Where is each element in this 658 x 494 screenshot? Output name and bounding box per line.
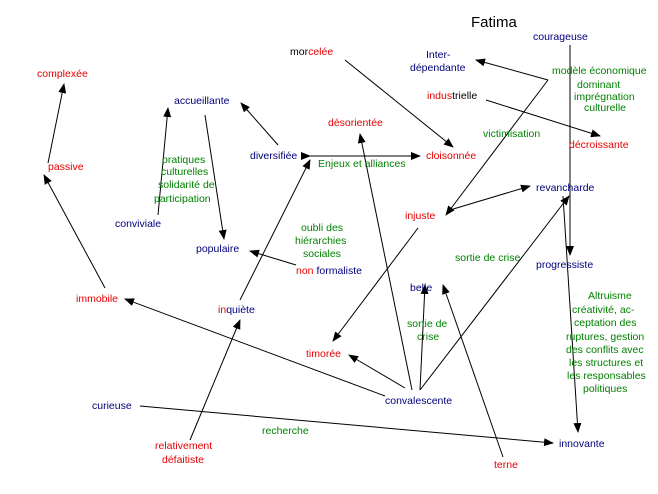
relation-sortie-crise-2-2: crise: [417, 331, 439, 343]
relation-sortie-crise-2-1: sortie de: [407, 318, 447, 330]
relation-pratiques-2: culturelles: [161, 166, 208, 178]
node-relativement-line2: défaitiste: [162, 454, 204, 466]
relation-altruisme-8: politiques: [583, 383, 627, 395]
edge-conviviale-accueillante: [157, 107, 172, 216]
edge-convalescente-desorientee: [357, 133, 413, 391]
relation-recherche: recherche: [262, 425, 309, 437]
edge-inquiete-desorientee: [239, 159, 311, 301]
relation-oubli-2: hiérarchies: [295, 235, 346, 247]
edge-morcelee-cloisonnee: [344, 59, 454, 148]
relation-modele-4: culturelle: [584, 102, 626, 114]
relation-modele-3: imprégnation: [574, 91, 635, 103]
relation-altruisme-7: les responsables: [567, 370, 646, 382]
relation-oubli-1: oubli des: [301, 222, 343, 234]
node-conviviale: conviviale: [115, 218, 161, 230]
relation-altruisme-1: Altruisme: [588, 290, 632, 302]
edge-passive-complexee: [47, 83, 67, 164]
node-curieuse: curieuse: [92, 400, 132, 412]
relation-enjeux: Enjeux et alliances: [318, 158, 406, 170]
relation-victimisation: victimisation: [483, 128, 540, 140]
node-revancharde: revancharde: [536, 182, 595, 194]
edge-injuste-revancharde: [449, 184, 531, 211]
node-timoree: timorée: [306, 348, 341, 360]
edge-industrielle-decroissante: [485, 99, 601, 138]
relation-oubli-3: sociales: [303, 248, 341, 260]
edge-nonformaliste-populaire: [249, 249, 297, 266]
node-non-formaliste: non formaliste: [296, 265, 362, 277]
node-progressiste: progressiste: [536, 259, 593, 271]
node-passive: passive: [48, 161, 84, 173]
relation-altruisme-6: les structures et: [569, 357, 643, 369]
relation-altruisme-4: ruptures, gestion: [566, 331, 644, 343]
edge-convalescente-timoree: [348, 354, 406, 389]
node-cloisonnee: cloisonnée: [426, 150, 476, 162]
node-courageuse: courageuse: [533, 31, 588, 43]
edge-modele-interdependante: [475, 58, 549, 81]
node-relativement-line1: relativement: [155, 440, 212, 452]
node-terne: terne: [494, 459, 518, 471]
edge-relativement-inquiete: [189, 319, 241, 441]
relation-sortie-crise: sortie de crise: [455, 252, 521, 264]
edge-convalescente-belle: [419, 284, 429, 391]
node-decroissante: décroissante: [569, 139, 629, 151]
edge-immobile-passive: [43, 174, 106, 289]
relation-pratiques-4: participation: [154, 193, 211, 205]
diagram-title: Fatima: [471, 14, 518, 31]
node-inquiete: inquiète: [218, 304, 255, 316]
edge-modele-injuste: [445, 79, 549, 216]
node-interdependante-line1: Inter-: [426, 49, 451, 61]
node-diversifiee: diversifiée: [250, 150, 297, 162]
node-desorientee: désorientée: [328, 117, 383, 129]
nodes: morcelée courageuse Inter- dépendante co…: [37, 31, 629, 471]
edge-injuste-timoree: [332, 227, 419, 342]
node-injuste: injuste: [405, 210, 436, 222]
relation-altruisme-2: créativité, ac-: [572, 304, 635, 316]
edge-accueillante-populaire: [204, 114, 227, 240]
relation-pratiques-1: pratiques: [162, 154, 205, 166]
relation-modele-2: dominant: [577, 79, 620, 91]
node-complexee: complexée: [37, 68, 88, 80]
node-interdependante-line2: dépendante: [410, 62, 466, 74]
node-convalescente: convalescente: [385, 395, 452, 407]
edge-curieuse-innovante: [139, 405, 554, 447]
edge-terne-belle: [442, 284, 504, 458]
edge-diversifiee-accueillante: [240, 102, 279, 146]
relation-pratiques-3: solidarité de: [158, 179, 215, 191]
node-innovante: innovante: [559, 438, 605, 450]
node-immobile: immobile: [76, 293, 118, 305]
node-morcelee: morcelée: [290, 46, 333, 58]
edges: [43, 45, 601, 458]
relation-altruisme-5: des conflits avec: [566, 344, 644, 356]
node-accueillante: accueillante: [174, 95, 230, 107]
edge-revancharde-innovante: [562, 195, 582, 433]
relation-labels: modèle économique dominant imprégnation …: [154, 65, 647, 437]
relation-altruisme-3: ceptation des: [574, 317, 636, 329]
node-industrielle: industrielle: [427, 90, 477, 102]
node-belle: belle: [410, 282, 432, 294]
relation-modele-1: modèle économique: [552, 65, 647, 77]
node-populaire: populaire: [196, 243, 239, 255]
edge-convalescente-revancharde: [419, 195, 570, 391]
edge-convalescente-immobile: [124, 298, 386, 397]
